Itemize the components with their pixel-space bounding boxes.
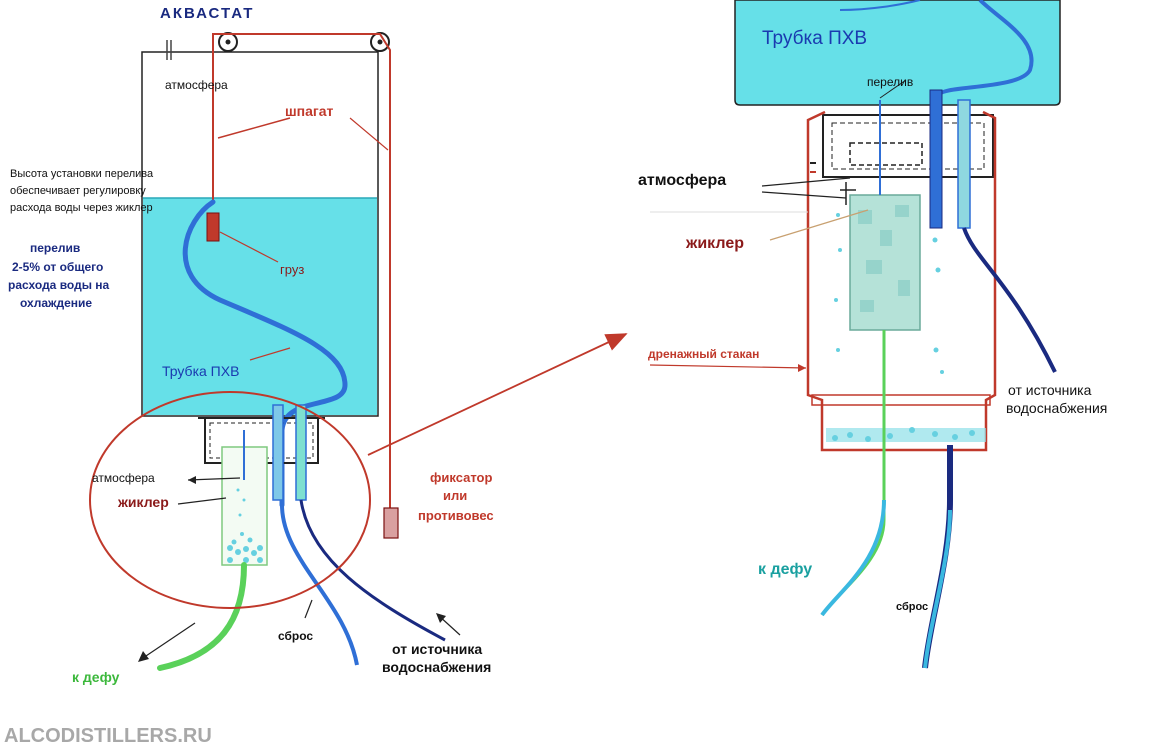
overflow-note-line2: 2-5% от общего (12, 260, 103, 274)
height-note-line1: Высота установки перелива (10, 168, 154, 180)
left-diagram (89, 32, 461, 671)
pvc-tube (182, 199, 348, 508)
tank-bottom-right (734, 0, 1061, 106)
label-tube-right: Трубка ПХВ (762, 28, 867, 49)
label-discharge-right: сброс (896, 601, 928, 613)
label-weight: груз (280, 262, 304, 277)
water-drops-right (826, 213, 986, 442)
label-source-left-line2: водоснабжения (382, 659, 491, 675)
twine-string (212, 33, 391, 510)
label-to-def-right: к дефу (758, 561, 812, 578)
label-fixator-line2: или (443, 488, 467, 503)
zoom-arrow (367, 333, 628, 456)
tube-source-right (962, 227, 1057, 373)
tube-discharge (280, 504, 359, 666)
height-note-line3: расхода воды через жиклер (10, 202, 153, 214)
label-discharge-left: сброс (278, 629, 313, 643)
label-source-left-line1: от источника (392, 641, 482, 657)
counterweight (383, 507, 399, 539)
label-atmosphere-right: атмосфера (638, 172, 726, 189)
right-diagram (649, 0, 1061, 669)
drain-water-bubbles (227, 488, 263, 563)
drain-cup-right (806, 110, 997, 452)
label-jet-right: жиклер (685, 235, 744, 252)
tube-to-def-right (820, 330, 886, 616)
label-source-right-line1: от источника (1008, 382, 1092, 398)
label-fixator-line1: фиксатор (430, 470, 492, 485)
label-overflow-right: перелив (867, 75, 913, 89)
label-tube-left: Трубка ПХВ (162, 363, 239, 379)
overflow-note-line4: охлаждение (20, 296, 92, 310)
weight-block (206, 212, 220, 242)
labels: АКВАСТАТ атмосфера шпагат Высота установ… (4, 5, 1107, 747)
label-to-def-left: к дефу (72, 669, 120, 685)
label-twine: шпагат (285, 103, 334, 119)
label-atmosphere-top: атмосфера (165, 78, 228, 92)
fitting-cap-right (822, 114, 994, 178)
label-fixator-line3: противовес (418, 508, 494, 523)
label-atmosphere-low: атмосфера (92, 471, 155, 485)
tube-to-def (157, 562, 247, 671)
pvc-tube-right (938, 0, 1034, 105)
overflow-tube-right (929, 89, 943, 229)
tube-source (299, 499, 446, 642)
height-note-line2: обеспечивает регулировку (10, 185, 146, 197)
title-aquastat: АКВАСТАТ (160, 5, 254, 22)
label-source-right-line2: водоснабжения (1006, 400, 1107, 416)
tank-water (143, 198, 377, 415)
zoom-ellipse (89, 391, 371, 609)
watermark: ALCODISTILLERS.RU (4, 725, 212, 747)
overflow-note-line1: перелив (30, 241, 80, 255)
label-jet-left: жиклер (117, 494, 169, 510)
overflow-note-line3: расхода воды на (8, 278, 110, 292)
atmosphere-arrow-left (187, 477, 241, 481)
label-drain-cup: дренажный стакан (648, 347, 759, 361)
